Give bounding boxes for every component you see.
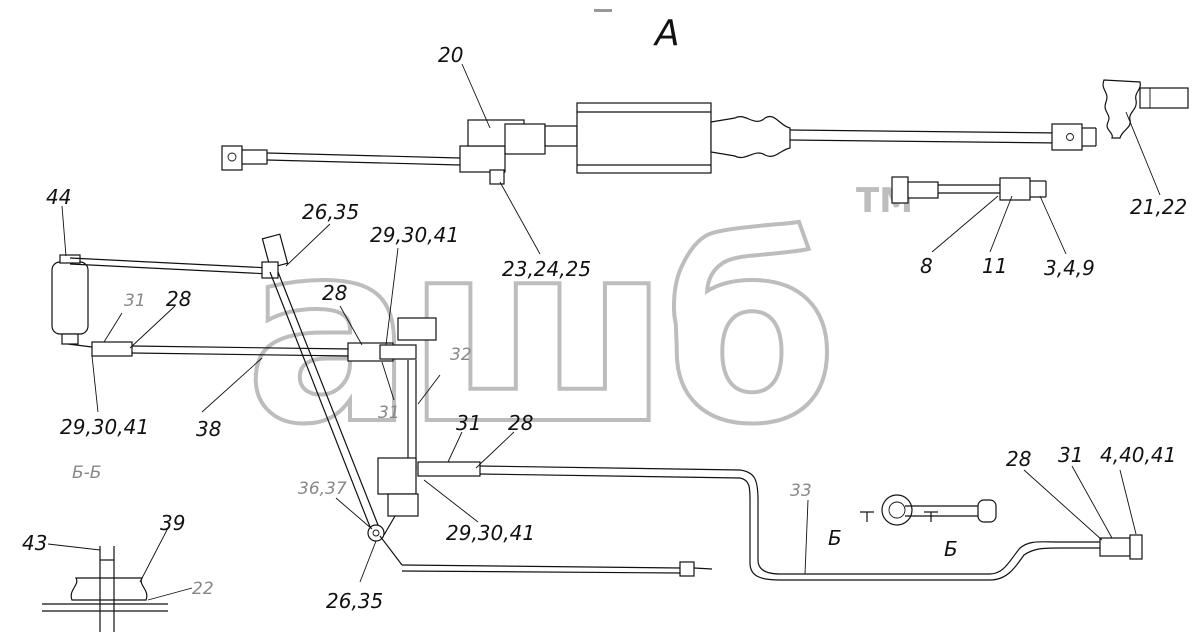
callout-labels: 20 21,22 23,24,25 8 11 3,4,9 44 26,35 29… [22, 43, 1187, 613]
section-detail [42, 546, 168, 632]
callout-36-37: 36,37 [298, 479, 347, 499]
callout-28-lower: 28 [508, 411, 533, 435]
callout-28-left: 28 [166, 287, 191, 311]
callout-20: 20 [438, 43, 463, 67]
callout-4-40-41: 4,40,41 [1100, 443, 1176, 467]
callout-31-left: 31 [124, 291, 146, 311]
callout-33: 33 [790, 481, 812, 501]
bellows-detail [1102, 79, 1189, 139]
callout-43: 43 [22, 531, 47, 555]
callout-31-lower: 31 [456, 411, 481, 435]
callout-28-right: 28 [1006, 447, 1031, 471]
callout-21-22: 21,22 [1130, 195, 1187, 219]
top-cylinder-assembly [221, 102, 1097, 185]
callout-44: 44 [46, 185, 71, 209]
callout-22: 22 [192, 579, 214, 599]
watermark-logo: ашб [245, 188, 830, 479]
callout-31-right: 31 [1058, 443, 1083, 467]
small-rod-assembly [891, 176, 1047, 204]
callout-29-30-41-left: 29,30,41 [60, 415, 149, 439]
callout-38: 38 [196, 417, 221, 441]
callout-29-30-41-lower: 29,30,41 [446, 521, 535, 545]
callout-3-4-9: 3,4,9 [1044, 256, 1095, 280]
section-title: Б-Б [72, 463, 101, 483]
top-marker [594, 9, 612, 12]
view-title: А [653, 13, 680, 54]
callout-31-middle: 31 [378, 403, 400, 423]
left-linkage [51, 233, 1143, 581]
callout-26-35-bottom: 26,35 [326, 589, 383, 613]
callout-28-upper: 28 [322, 281, 347, 305]
callout-8: 8 [920, 254, 933, 278]
callout-11: 11 [982, 254, 1007, 278]
leader-lines [47, 63, 1161, 601]
callout-23-24-25: 23,24,25 [502, 257, 591, 281]
callout-39: 39 [160, 511, 185, 535]
callout-32: 32 [450, 345, 472, 365]
callout-26-35-top: 26,35 [302, 200, 359, 224]
section-marker-left: Б [828, 526, 842, 550]
section-marker [860, 494, 997, 526]
callout-29-30-41-top: 29,30,41 [370, 223, 459, 247]
section-marker-right: Б [944, 537, 958, 561]
